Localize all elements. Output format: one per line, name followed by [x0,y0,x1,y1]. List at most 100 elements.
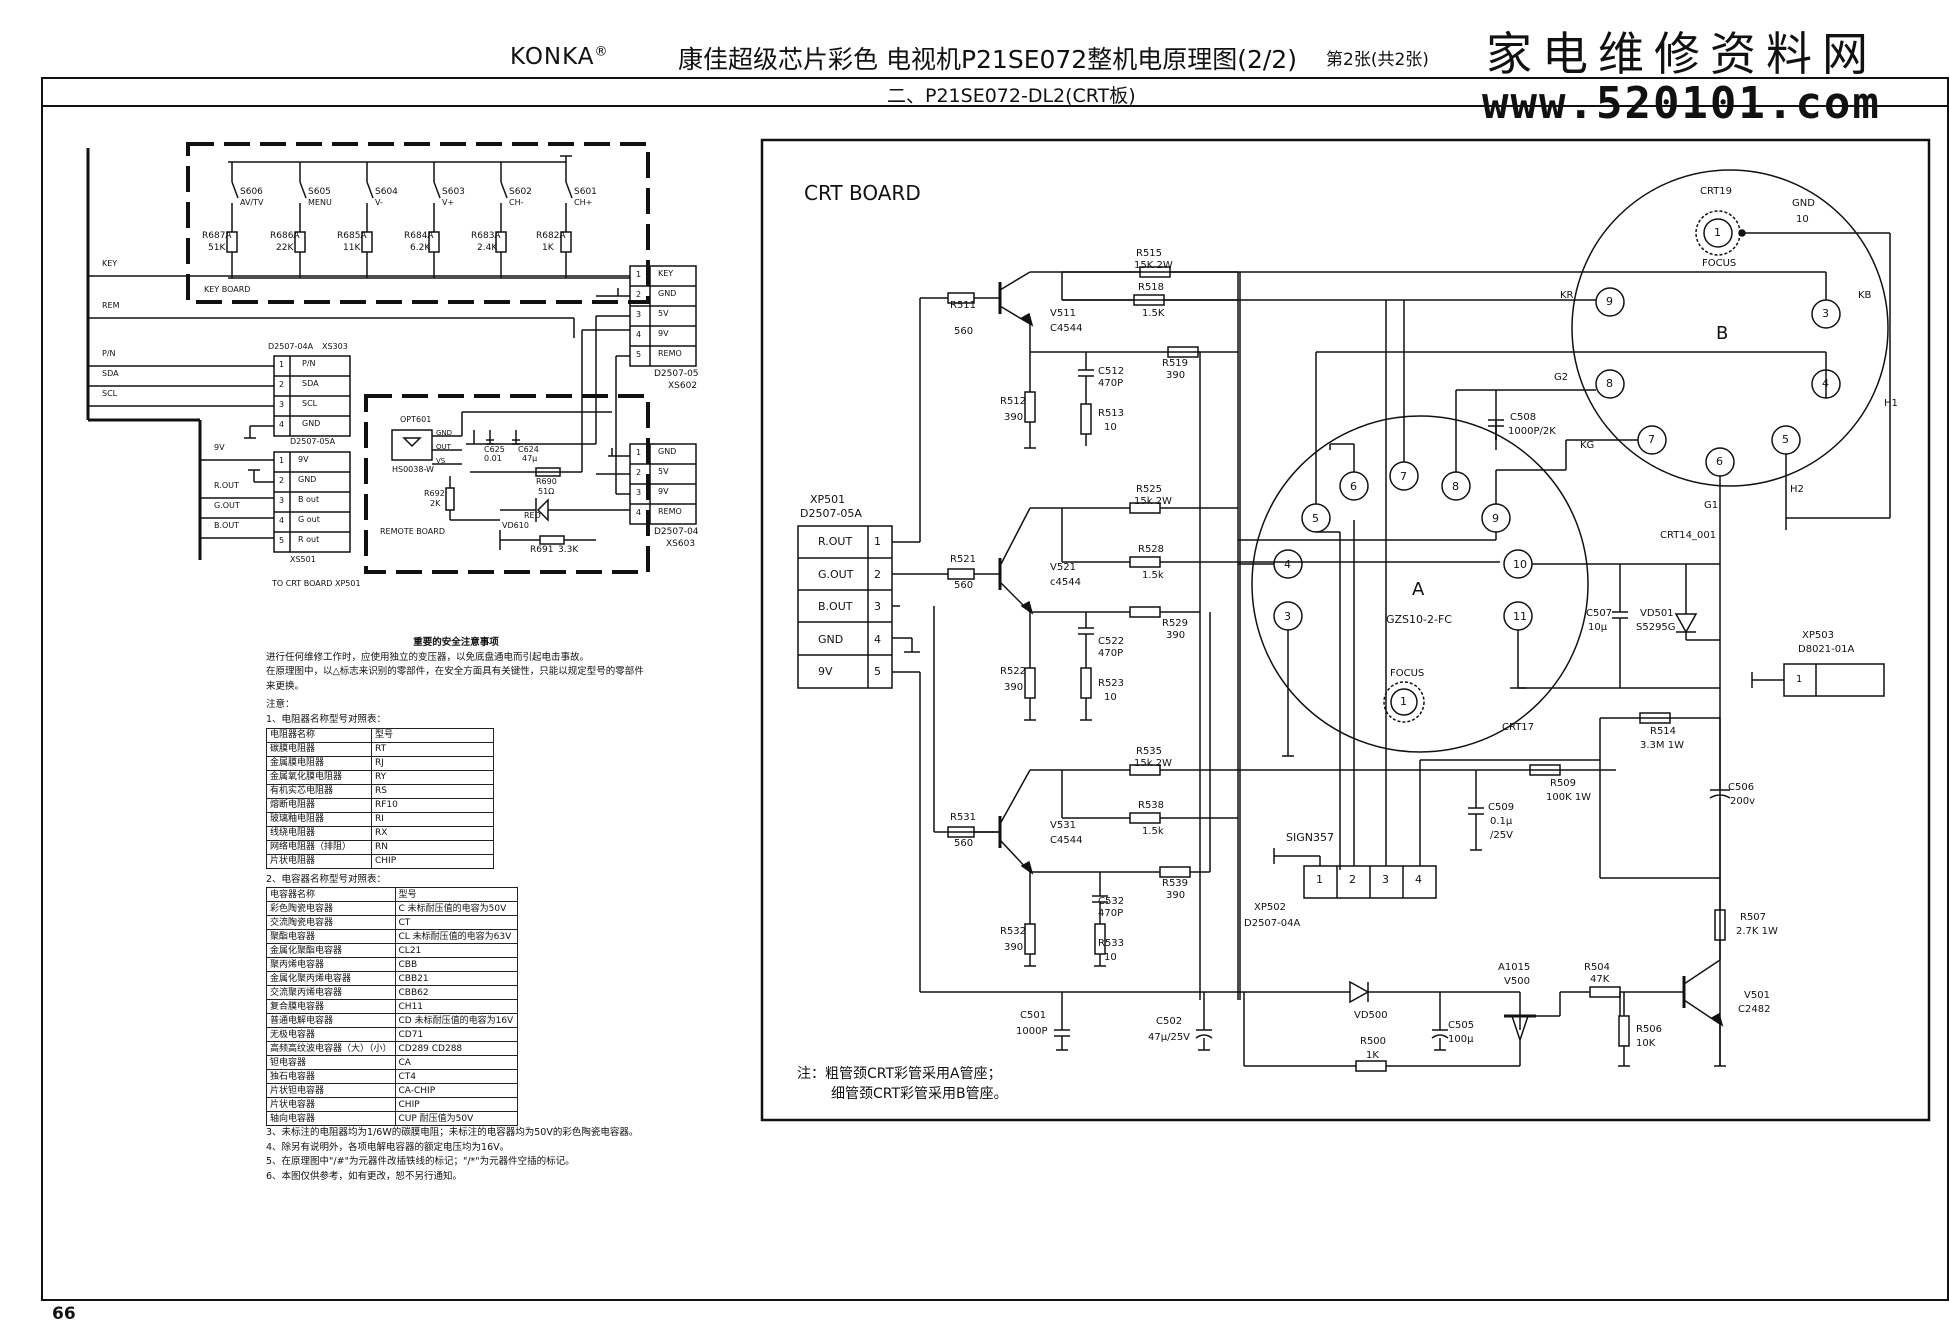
pin-label: GND [436,429,453,437]
remote-board [364,315,697,574]
resistor-value: 10 [1104,692,1117,703]
opt601-receiver [391,429,433,461]
socket-pin: 8 [1452,480,1459,493]
table-cell: 电阻器名称 [266,727,372,743]
table-cell: 无极电容器 [266,1027,396,1043]
capacitor-value: 100μ [1448,1034,1474,1045]
connector-ref2: XS603 [666,539,696,549]
pin-number: 5 [279,536,285,545]
resistor-ref: R687A [202,231,232,241]
connector-ref: D2507-05 [654,369,699,379]
signal-label: P/N [102,349,116,358]
table-cell: CT4 [394,1069,518,1085]
socket-ref: CRT17 [1502,722,1535,733]
resistor-value: 560 [954,326,974,337]
resistor-ref: R533 [1098,938,1125,949]
switch-ref: S601 [574,187,597,197]
brand-logo: KONKA® [510,44,609,70]
connector-pin-label: R out [298,535,320,544]
resistor-value: 1.5k [1142,826,1164,837]
key-switch-1 [226,162,239,278]
resistor-ref: R521 [950,554,977,565]
connector-ref2: D2507-04A [1244,918,1301,929]
signal-label: R.OUT [214,481,239,490]
table-row: 高频高纹波电容器（大）（小）CD289 CD288 [266,1041,518,1057]
connector-ref: D2507-04A [268,342,314,351]
table-cell: 轴向电容器 [266,1111,396,1127]
resistor-ref: R506 [1636,1024,1663,1035]
pin-number: 4 [279,516,285,525]
capacitor-value: 0.1μ [1490,816,1513,827]
switch-name: V+ [442,198,455,207]
note-3: 3、未标注的电阻器均为1/6W的碳膜电阻；未标注的电容器均为50V的彩色陶瓷电容… [266,1127,639,1139]
switch-name: V- [375,198,383,207]
resistor-ref: R511 [950,300,977,311]
table-cell: 彩色陶瓷电容器 [266,901,396,917]
resistor-value: 560 [954,580,974,591]
table-cell: RF10 [371,797,494,813]
capacitor-ref: C532 [1098,896,1125,907]
connector-ref: XP503 [1802,630,1834,641]
table-cell: 高频高纹波电容器（大）（小） [266,1041,396,1057]
pin-label: OUT [436,443,451,451]
table-cell: RX [371,825,494,841]
table-row: 网络电阻器（排阻）RN [266,839,494,855]
resistor-ref: R525 [1136,484,1163,495]
resistor-value: 390 [1004,412,1024,423]
pin-number: 4 [279,420,285,429]
pin-number: 2 [1349,873,1356,886]
connector-pin-label: REMO [658,507,682,516]
focus-label: FOCUS [1702,258,1737,269]
connector-ref2: XS602 [668,381,698,391]
resistor-value: 15K 2W [1134,260,1173,271]
remote-board-label: REMOTE BOARD [380,527,445,536]
connector-pin-label: GND [818,632,844,646]
pin-number: 5 [874,665,881,678]
notes-attention: 注意： [266,699,295,711]
resistor-value: 1.5K [1142,308,1165,319]
socket-pin: 9 [1606,295,1613,308]
signal-label: SDA [102,369,119,378]
socket-label: B [1716,323,1729,344]
crt-socket-b [1571,169,1889,487]
pin-number: 4 [636,508,642,517]
switch-ref: S605 [308,187,331,197]
table-cell: RN [371,839,494,855]
resistor-value: 390 [1166,890,1186,901]
key-switch-4 [428,162,441,278]
resistor-value: 10K [1636,1038,1656,1049]
connector-pin-label: SDA [302,379,319,388]
transistor-value: c4544 [1050,577,1081,588]
pin-number: 1 [874,535,881,548]
transistor-value: C4544 [1050,835,1083,846]
resistor-ref: R535 [1136,746,1163,757]
pin-number: 4 [636,330,642,339]
component-value: 51Ω [538,487,555,496]
resistor-ref: R538 [1138,800,1165,811]
resistor-value: 51K [208,243,226,253]
connector-pin-label: REMO [658,349,682,358]
connector-pin-label: GND [658,289,677,298]
table-cell: 网络电阻器（排阻） [266,839,372,855]
capacitor-value: 1000P [1016,1026,1048,1037]
resistor-ref: R522 [1000,666,1027,677]
connector-ref: XP501 [810,493,846,506]
resistor-ref: R531 [950,812,977,823]
socket-pin: 9 [1492,512,1499,525]
table-cell: 交流陶瓷电容器 [266,915,396,931]
socket-pin: 6 [1716,455,1723,468]
component-ref: RED [524,511,541,520]
signal-label: H2 [1790,484,1804,495]
switch-ref: S606 [240,187,263,197]
socket-ref: CRT14_001 [1660,530,1717,541]
